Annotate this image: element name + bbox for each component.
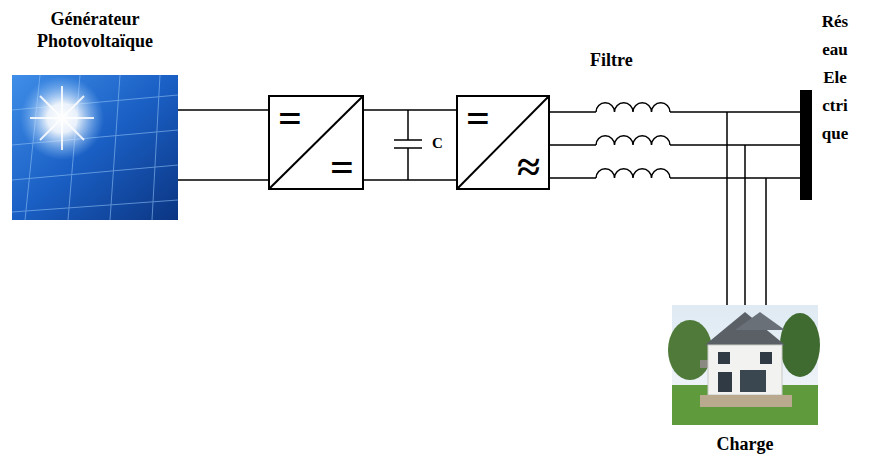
wire-connector [727, 112, 766, 305]
house-load: Charge [672, 305, 818, 460]
node-heading: Générateur Photovoltaïque [7, 8, 183, 52]
pv-generator: Générateur Photovoltaïque [12, 8, 178, 220]
converter-diagonal-line [458, 97, 548, 188]
capacitor-symbol [394, 110, 422, 180]
converter-symbol: = [330, 146, 354, 188]
grid-bus-bar [800, 90, 812, 200]
filter-label-holder: Filtre [590, 50, 633, 71]
filter-label: Filtre [590, 50, 633, 70]
wire-connector [550, 112, 800, 178]
converter-diagonal-line [270, 97, 362, 188]
dc-dc-converter: == [268, 95, 364, 190]
load-label: Charge [672, 433, 818, 455]
converter-symbol: = [278, 97, 302, 139]
grid-bus: Réseau Electrique [800, 8, 862, 273]
grid-label: Réseau Electrique [820, 8, 850, 148]
wire-connector [364, 110, 456, 180]
converter-symbol: = [466, 97, 490, 139]
dc-ac-inverter: =≈ [456, 95, 550, 190]
converter-symbol: ≈ [517, 146, 540, 188]
house-picture [668, 305, 820, 425]
capacitor-label-holder: C [432, 134, 443, 152]
wire-connector [178, 110, 268, 180]
solar-panel-picture [12, 75, 178, 220]
capacitor-label: C [432, 135, 443, 151]
filter-inductor [596, 103, 670, 182]
